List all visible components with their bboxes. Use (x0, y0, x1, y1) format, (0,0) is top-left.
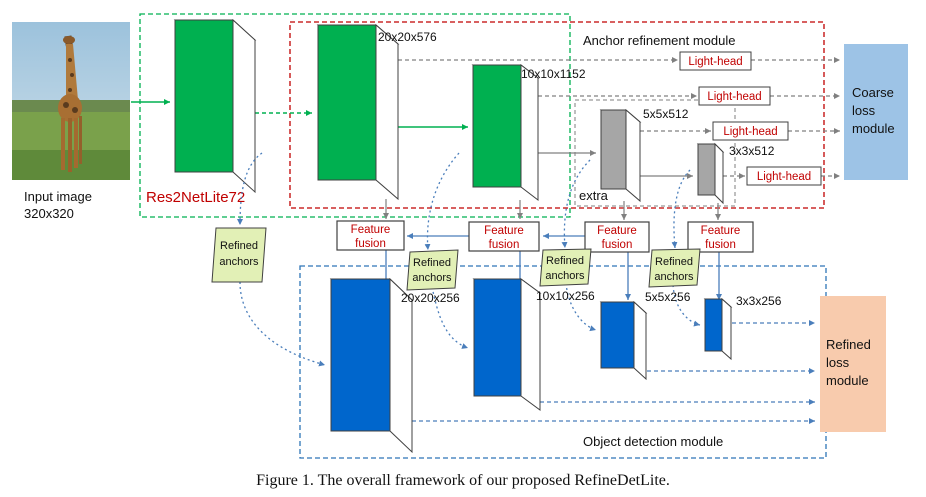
light-head-2-label: Light-head (707, 91, 761, 103)
dim-label-4: 3x3x512 (729, 144, 775, 158)
light-head-4: Light-head (746, 166, 822, 186)
coarse-loss-line-3: module (852, 121, 895, 136)
light-head-1: Light-head (679, 51, 752, 71)
input-image-title: Input image (24, 189, 92, 204)
figure-caption: Figure 1. The overall framework of our p… (256, 472, 670, 489)
refined-loss-line-3: module (826, 373, 869, 388)
coarse-loss-line-2: loss (852, 103, 876, 118)
object-detection-region (299, 265, 827, 459)
refined-anchors-4-line-1: Refined (655, 256, 693, 268)
refined-anchors-1-line-2: anchors (219, 256, 259, 268)
feature-fusion-4: Feature fusion (687, 221, 754, 253)
refined-anchors-1-line-1: Refined (220, 240, 258, 252)
input-image-size: 320x320 (24, 206, 74, 221)
backbone-arrows (131, 99, 468, 130)
feature-fusion-3-line-2: fusion (602, 239, 633, 251)
feature-fusion-2: Feature fusion (468, 221, 540, 252)
light-head-4-label: Light-head (757, 171, 811, 183)
refined-anchors-3: Refined anchors (539, 248, 592, 287)
extra-block-2 (696, 142, 725, 205)
feature-fusion-2-line-2: fusion (489, 239, 520, 251)
out-dim-label-2: 10x10x256 (536, 289, 595, 303)
anchor-refinement-region (289, 21, 825, 209)
refined-anchors-2: Refined anchors (406, 249, 459, 291)
refined-anchors-4: Refined anchors (648, 248, 701, 288)
light-head-3-label: Light-head (723, 126, 777, 138)
coarse-loss-module: Coarse loss module (844, 44, 908, 180)
refined-loss-line-1: Refined (826, 337, 871, 352)
anchor-refinement-label: Anchor refinement module (583, 33, 735, 48)
feature-fusion-1-line-1: Feature (351, 224, 391, 236)
dim-label-2: 10x10x1152 (521, 67, 586, 81)
refined-anchor-paths (237, 152, 701, 367)
feature-fusion-3-line-1: Feature (597, 225, 637, 237)
light-head-2: Light-head (698, 86, 771, 106)
output-block-3 (599, 300, 648, 381)
feature-block-3 (471, 63, 540, 202)
backbone-region (139, 13, 571, 218)
coarse-loss-line-1: Coarse (852, 85, 894, 100)
refined-anchors-2-line-1: Refined (413, 257, 451, 269)
input-image (12, 22, 130, 180)
out-dim-label-3: 5x5x256 (645, 290, 691, 304)
output-block-1 (329, 277, 414, 454)
feature-block-1 (173, 18, 257, 194)
out-dim-label-4: 3x3x256 (736, 294, 782, 308)
refined-anchors-3-line-1: Refined (546, 255, 584, 267)
light-head-1-label: Light-head (688, 56, 742, 68)
refined-anchors-2-line-2: anchors (412, 272, 452, 284)
refined-anchors-3-line-2: anchors (545, 270, 585, 282)
extra-block-1 (599, 108, 642, 203)
object-detection-label: Object detection module (583, 434, 723, 449)
refined-anchors-1: Refined anchors (211, 227, 267, 283)
backbone-label: Res2NetLite72 (146, 189, 245, 206)
feature-fusion-3: Feature fusion (584, 221, 650, 253)
feature-fusion-1-line-2: fusion (355, 238, 386, 250)
light-head-3: Light-head (712, 121, 789, 141)
out-dim-label-1: 20x20x256 (401, 291, 460, 305)
fusion-arrows (383, 233, 753, 300)
feature-block-2 (316, 23, 400, 201)
dim-label-3: 5x5x512 (643, 107, 689, 121)
refined-anchors-4-line-2: anchors (654, 271, 694, 283)
feature-fusion-4-line-2: fusion (705, 239, 736, 251)
output-block-4 (703, 297, 733, 361)
output-block-2 (472, 278, 542, 411)
feature-fusion-1: Feature fusion (336, 220, 405, 251)
feature-fusion-2-line-1: Feature (484, 225, 524, 237)
feature-fusion-4-line-1: Feature (701, 225, 741, 237)
refined-loss-line-2: loss (826, 355, 850, 370)
refined-loss-arrows (412, 320, 815, 424)
extra-label: extra (579, 188, 609, 203)
dim-label-1: 20x20x576 (378, 30, 437, 44)
refined-loss-module: Refined loss module (820, 296, 886, 432)
light-head-arrows (383, 57, 840, 220)
giraffe-picture (58, 35, 82, 172)
